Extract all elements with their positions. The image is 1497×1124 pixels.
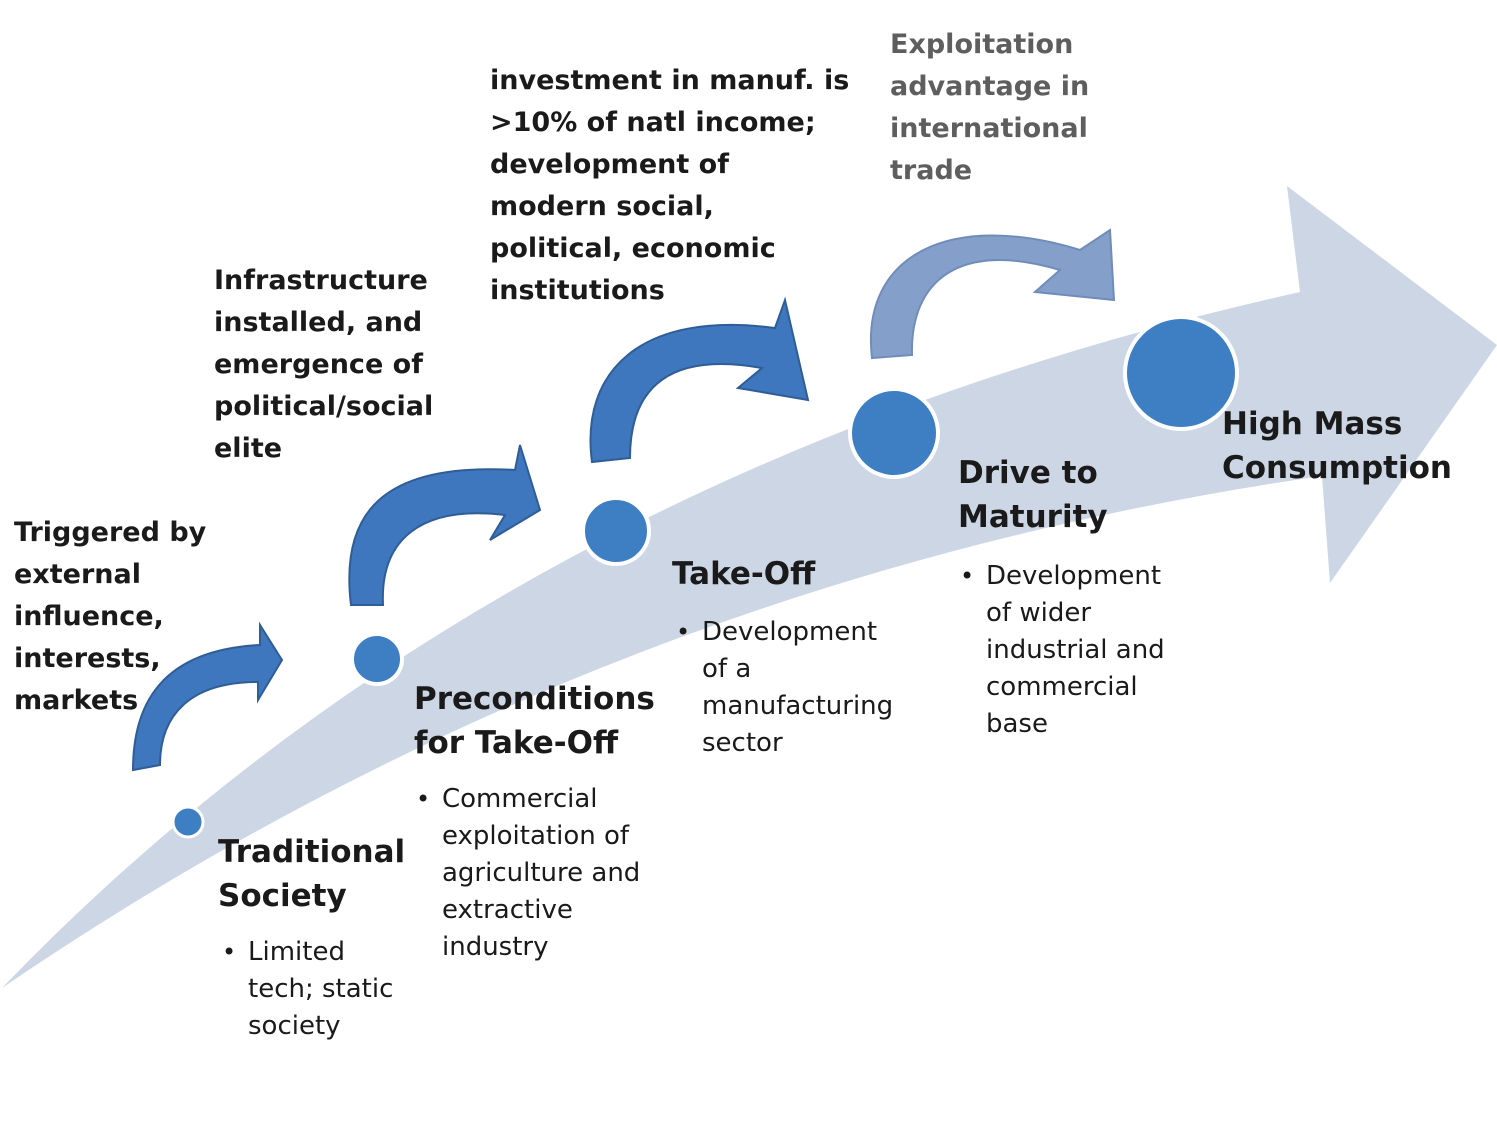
stage-bullet-line: extractive [442,895,573,925]
growth-arrow [2,186,1497,988]
stage-title-line: Drive to [958,455,1098,491]
stage-dot-takeoff [581,496,651,566]
annotation-line: modern social, [490,191,714,222]
transition-arrow-1 [131,621,284,772]
stage-bullet: Development of wider industrial and comm… [960,558,1165,743]
annotation-line: investment in manuf. is [490,65,850,96]
annotation-line: >10% of natl income; [490,107,816,138]
stage-bullet-line: tech; static [248,974,394,1004]
annotation-line: elite [214,433,283,464]
stage-bullet-line: Development [986,561,1162,591]
annotation-infrastructure: Infrastructure installed, and emergence … [214,260,474,470]
annotation-exploitation: Exploitation advantage in international … [890,24,1130,192]
annotation-line: institutions [490,275,665,306]
stage-title-mass: High Mass Consumption [1222,402,1452,490]
stage-bullet-line: agriculture and [442,858,641,888]
annotation-line: trade [890,155,973,186]
annotation-line: influence, [14,601,164,632]
annotation-line: Exploitation [890,29,1074,60]
stage-dot-mass [1123,315,1239,431]
annotation-line: international [890,113,1088,144]
annotation-investment: investment in manuf. is >10% of natl inc… [490,60,870,312]
stage-title-line: Society [218,878,347,914]
stage-bullet: Commercial exploitation of agriculture a… [416,781,641,966]
annotation-line: interests, [14,643,161,674]
stage-title-line: Traditional [218,834,406,870]
stage-list-preconditions: Commercial exploitation of agriculture a… [414,781,640,966]
stage-bullet-line: industrial and [986,635,1165,665]
stage-bullet: Limited tech; static society [222,934,394,1045]
annotation-line: emergence of [214,349,423,380]
stage-title-takeoff: Take-Off [672,552,815,596]
stage-bullet-line: base [986,709,1048,739]
stage-dot-preconditions [350,632,404,686]
annotation-line: political, economic [490,233,776,264]
stage-bullet-line: Development [702,617,878,647]
stage-bullet-line: sector [702,728,783,758]
stage-title-line: High Mass [1222,406,1403,442]
stage-dot-maturity [848,387,940,479]
transition-arrow-2 [348,444,542,606]
stage-title-line: Take-Off [672,556,816,592]
annotation-line: Infrastructure [214,265,428,296]
stage-title-line: Maturity [958,499,1108,535]
stage-list-maturity: Development of wider industrial and comm… [958,558,1165,743]
annotation-line: installed, and [214,307,423,338]
stage-title-line: Consumption [1222,450,1452,486]
stage-bullet-line: Limited [248,937,345,967]
transition-arrow-4 [869,228,1116,360]
stage-bullet-line: industry [442,932,549,962]
annotation-line: external [14,559,141,590]
stage-list-takeoff: Development of a manufacturing sector [674,614,893,762]
annotation-line: advantage in [890,71,1090,102]
stage-bullet: Development of a manufacturing sector [676,614,894,762]
annotation-line: Triggered by [14,517,207,548]
annotation-line: political/social [214,391,434,422]
stage-bullet-line: of wider [986,598,1092,628]
annotation-line: development of [490,149,729,180]
stage-bullet-line: manufacturing [702,691,894,721]
stage-bullet-line: Commercial [442,784,598,814]
transition-arrow-3 [589,296,810,464]
stage-bullet-line: of a [702,654,752,684]
annotation-trigger: Triggered by external influence, interes… [14,512,214,722]
stage-title-line: for Take-Off [414,725,619,761]
stage-title-line: Preconditions [414,681,655,717]
annotation-line: markets [14,685,139,716]
stage-bullet-line: society [248,1011,341,1041]
stage-title-preconditions: Preconditions for Take-Off [414,677,655,765]
stage-bullet-line: commercial [986,672,1138,702]
stage-list-traditional: Limited tech; static society [220,934,393,1045]
stage-dot-traditional [171,805,205,839]
stage-title-traditional: Traditional Society [218,830,405,918]
stage-title-maturity: Drive to Maturity [958,451,1108,539]
stage-bullet-line: exploitation of [442,821,630,851]
